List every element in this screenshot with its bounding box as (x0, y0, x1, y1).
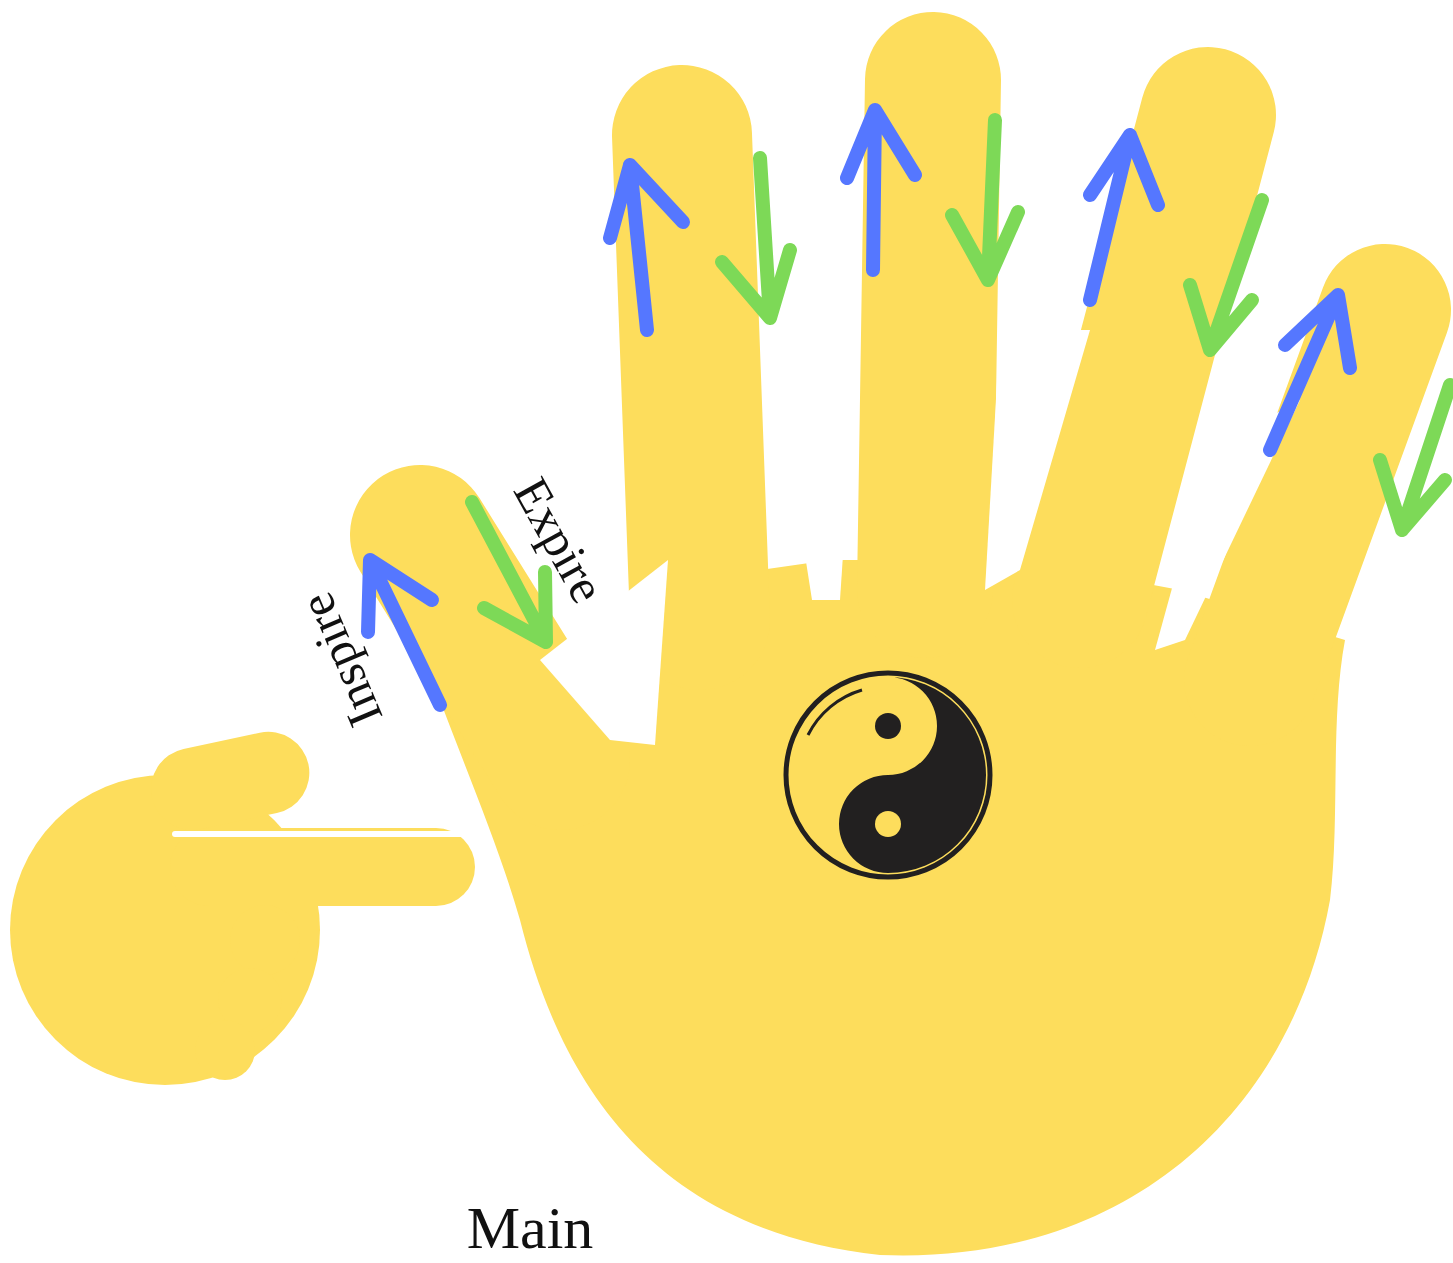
yin-yang-symbol (786, 673, 990, 877)
text-label: Main (467, 1198, 594, 1258)
open-hand (420, 80, 1385, 1255)
breath-arrows (368, 110, 1450, 705)
pointing-hand (10, 724, 475, 1085)
